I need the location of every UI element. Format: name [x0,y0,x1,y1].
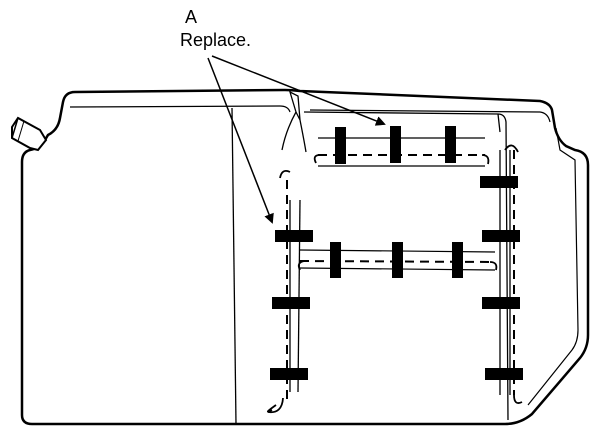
clip-top-1 [335,127,346,164]
callout-leaders [207,55,386,224]
clip-mid-2 [392,242,403,278]
clip-blocks [270,126,523,380]
center-notch [281,90,307,153]
right-inner-curve [527,127,579,406]
clip-left-2 [272,297,310,309]
strap-left-vertical [266,169,301,414]
tank-top-ledge [69,105,551,123]
clip-left-1 [275,230,313,242]
clip-mid-3 [452,242,463,278]
clip-left-3 [270,368,308,380]
right-inner-panel [303,111,509,421]
clip-top-3 [445,126,456,163]
clip-right-3 [482,297,520,309]
callout-text: Replace. [180,30,252,50]
left-panel-divider [231,107,237,425]
clip-right-1 [480,176,518,188]
filler-neck [11,116,48,152]
clip-top-2 [390,126,401,163]
strap-right-vertical [499,144,523,404]
clip-mid-1 [330,242,341,278]
clip-right-4 [485,368,523,380]
callout-letter: A [185,7,198,27]
clip-right-2 [482,230,520,242]
